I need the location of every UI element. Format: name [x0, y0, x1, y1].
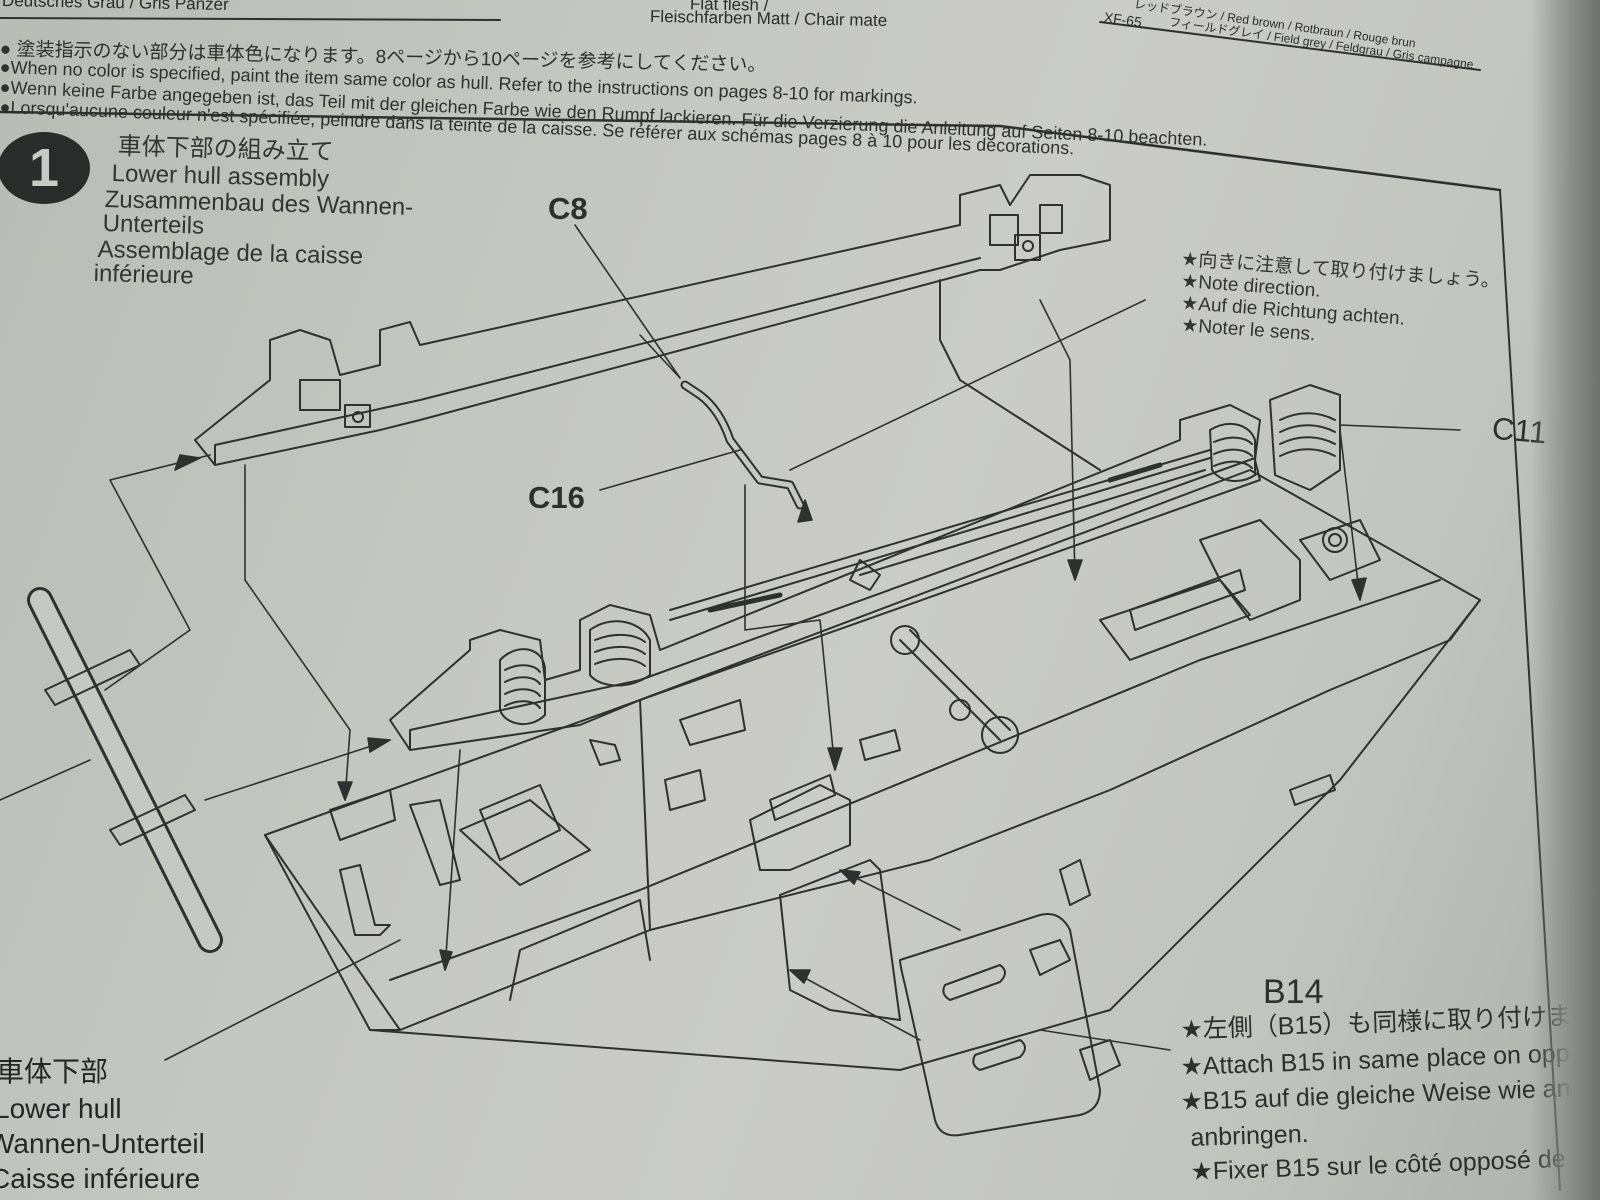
header-color-center-2: Fleischfarben Matt / Chair mate — [649, 6, 888, 31]
lower-hull-label-en: Lower hull — [0, 1093, 122, 1124]
upper-sponson-rail — [194, 174, 1111, 466]
part-label-c8: C8 — [548, 191, 588, 226]
near-side-rail — [389, 384, 1341, 766]
c16-rod — [680, 380, 805, 510]
header-rule-right — [1099, 21, 1481, 71]
step-title-fr-2: inférieure — [93, 260, 195, 290]
hull-body — [264, 279, 1481, 1071]
note-b15-de-2: anbringen. — [1189, 1119, 1309, 1152]
page-shadow-edge — [1530, 0, 1600, 1200]
lower-hull-label-jp: 車体下部 — [0, 1056, 109, 1087]
header-rule-top — [0, 17, 501, 21]
part-label-b14: B14 — [1263, 973, 1324, 1011]
lower-hull-label-de: Wannen-Unterteil — [0, 1128, 205, 1159]
lower-hull-label-fr: Caisse inférieure — [0, 1163, 201, 1194]
b14-plate — [779, 859, 1121, 1137]
section-rule — [0, 110, 1002, 128]
exhaust-pipe — [27, 587, 223, 953]
step-number-badge: 1 — [0, 132, 90, 204]
part-label-c16: C16 — [528, 480, 585, 515]
assembly-arrows — [0, 224, 1461, 1061]
step-title-de-2: Unterteils — [102, 210, 205, 240]
section-rule-2 — [998, 124, 1502, 192]
